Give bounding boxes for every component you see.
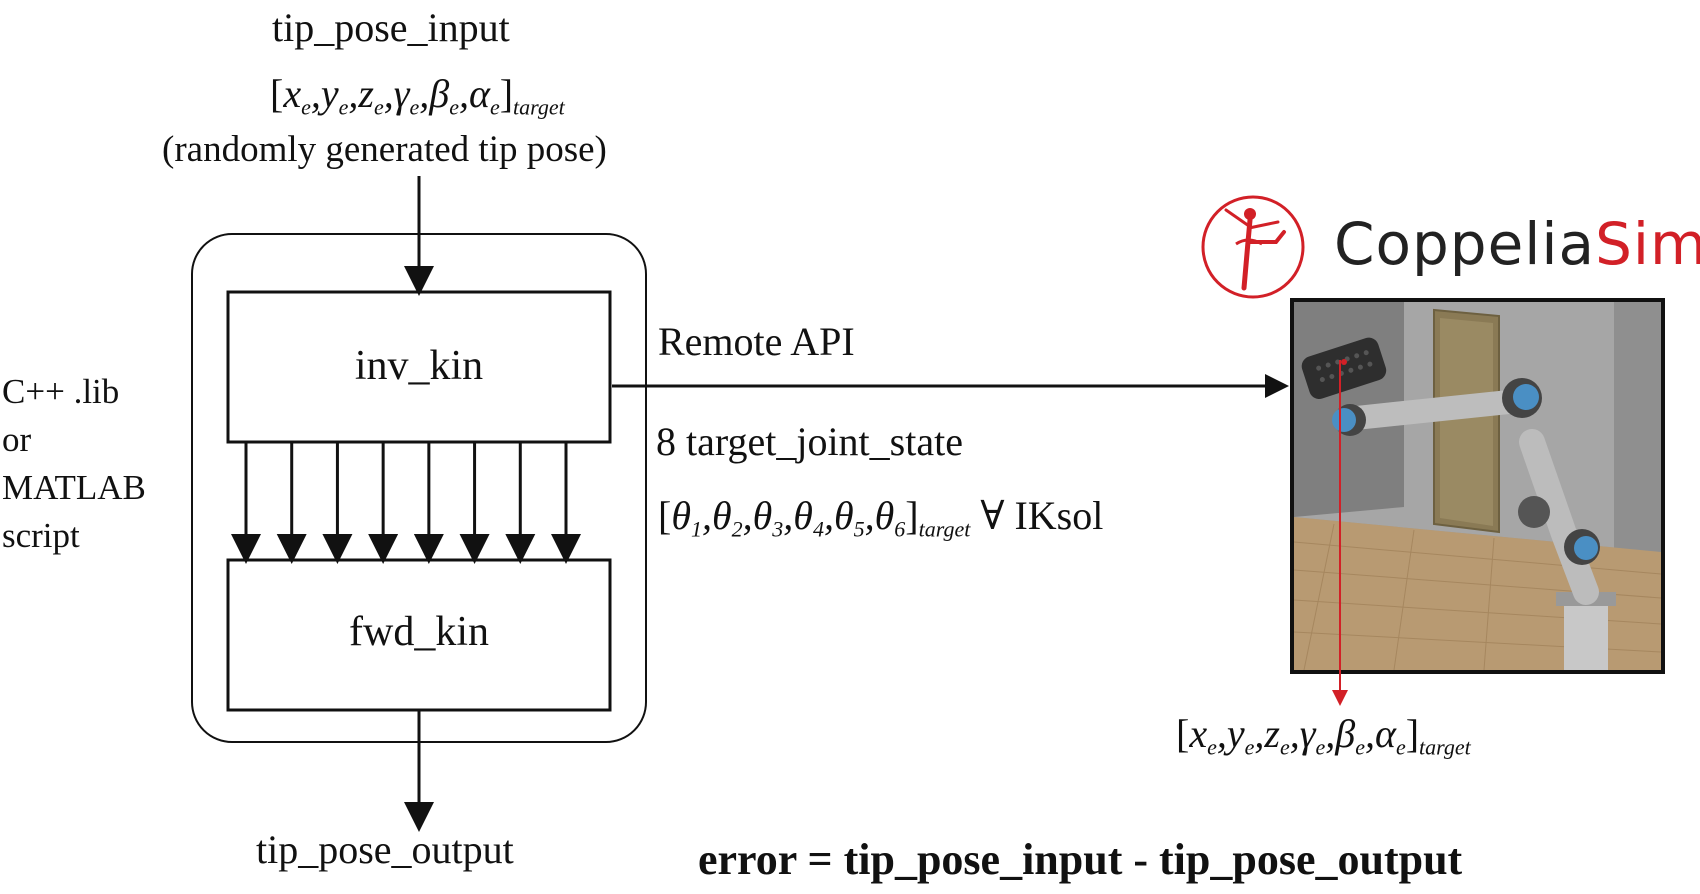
vector-subscript: e (1207, 734, 1217, 760)
vector-symbol: γ (1299, 711, 1316, 756)
vector-subscript: e (1244, 734, 1255, 760)
vector-symbol: x (283, 71, 302, 116)
vector-separator: , (1289, 711, 1300, 756)
vector-symbol: β (429, 71, 450, 116)
tip-pose-input-label: tip_pose_input (272, 5, 510, 50)
vector-subscript: 2 (731, 516, 743, 542)
vector-separator: , (742, 493, 753, 538)
vector-symbol: γ (393, 71, 410, 116)
vector-subscript: e (301, 94, 311, 120)
vector-subscript: e (489, 94, 500, 120)
input-note: (randomly generated tip pose) (162, 129, 607, 170)
simulation-viewport (1290, 298, 1665, 674)
implementation-label-line: script (2, 516, 80, 555)
vector-symbol: θ (874, 493, 895, 538)
vector-subscript: e (373, 94, 384, 120)
vector-separator: , (864, 493, 875, 538)
vector-symbol: α (1374, 711, 1396, 756)
vector-bracket-close: ] (1405, 711, 1420, 756)
ik-solution-arrows (231, 442, 581, 564)
vector-separator: , (1364, 711, 1375, 756)
vector-separator: , (1216, 711, 1227, 756)
vector-separator: , (701, 493, 712, 538)
vector-symbol: β (1335, 711, 1356, 756)
vector-bracket-open: [ (270, 71, 284, 116)
remote-api-label: Remote API (658, 319, 855, 364)
vector-separator: , (348, 71, 359, 116)
theta-target-vector: [θ1,θ2,θ3,θ4,θ5,θ6]target ∀ IKsol (658, 492, 1103, 543)
implementation-label-line: MATLAB (2, 468, 146, 507)
vector-subscript: 4 (812, 516, 824, 542)
implementation-label-line: or (2, 420, 32, 459)
vector-bracket-open: [ (1176, 711, 1190, 756)
vector-symbol: z (358, 71, 374, 116)
vector-suffix: target (918, 516, 971, 542)
vector-suffix: target (513, 94, 565, 120)
vector-subscript: e (409, 94, 420, 120)
vector-separator: , (823, 493, 834, 538)
implementation-label-line: C++ .lib (2, 372, 120, 411)
vector-symbol: y (1226, 711, 1245, 756)
vector-separator: , (310, 71, 321, 116)
vector-symbol: y (320, 71, 339, 116)
vector-subscript: e (1279, 734, 1290, 760)
wordmark-coppelia: Coppelia (1334, 210, 1596, 278)
vector-separator: , (383, 71, 394, 116)
vector-subscript: 6 (894, 516, 906, 542)
forall-symbol: ∀ (970, 493, 1015, 538)
vector-symbol: θ (671, 493, 691, 538)
vector-separator: , (783, 493, 794, 538)
vector-symbol: θ (833, 493, 854, 538)
joint-state-label: 8 target_joint_state (656, 419, 963, 464)
ballerina-logo-icon (1201, 195, 1305, 299)
vector-subscript: e (449, 94, 459, 120)
error-equation: error = tip_pose_input - tip_pose_output (698, 835, 1463, 884)
tip-pose-output-label: tip_pose_output (256, 827, 514, 872)
iksol-label: IKsol (1014, 493, 1104, 538)
vector-subscript: e (1395, 734, 1406, 760)
vector-separator: , (1325, 711, 1336, 756)
vector-bracket-close: ] (905, 493, 919, 538)
vector-subscript: 5 (853, 516, 865, 542)
fwd-kin-label: fwd_kin (349, 609, 489, 655)
robot-arm-scene (1294, 302, 1661, 670)
vector-subscript: e (338, 94, 349, 120)
vector-symbol: x (1189, 711, 1208, 756)
vector-subscript: e (1355, 734, 1365, 760)
vector-subscript: e (1315, 734, 1326, 760)
coppeliasim-wordmark: CoppeliaSim (1334, 210, 1700, 278)
inv-kin-label: inv_kin (354, 343, 484, 389)
wordmark-sim: Sim (1595, 210, 1700, 278)
input-target-vector: [xe,ye,ze,γe,βe,αe]target (270, 70, 565, 121)
vector-bracket-close: ] (499, 71, 514, 116)
library-container (191, 233, 647, 743)
vector-symbol: z (1264, 711, 1280, 756)
vector-separator: , (458, 71, 469, 116)
vector-symbol: θ (752, 493, 773, 538)
vector-symbol: θ (793, 493, 813, 538)
sim-target-vector: [xe,ye,ze,γe,βe,αe]target (1176, 710, 1471, 761)
vector-subscript: 1 (690, 516, 702, 542)
vector-separator: , (1254, 711, 1265, 756)
vector-suffix: target (1419, 734, 1471, 760)
vector-subscript: 3 (772, 516, 784, 542)
vector-symbol: α (468, 71, 490, 116)
coppeliasim-logo (1198, 192, 1308, 302)
vector-separator: , (419, 71, 430, 116)
vector-symbol: θ (711, 493, 732, 538)
vector-bracket-open: [ (658, 493, 672, 538)
